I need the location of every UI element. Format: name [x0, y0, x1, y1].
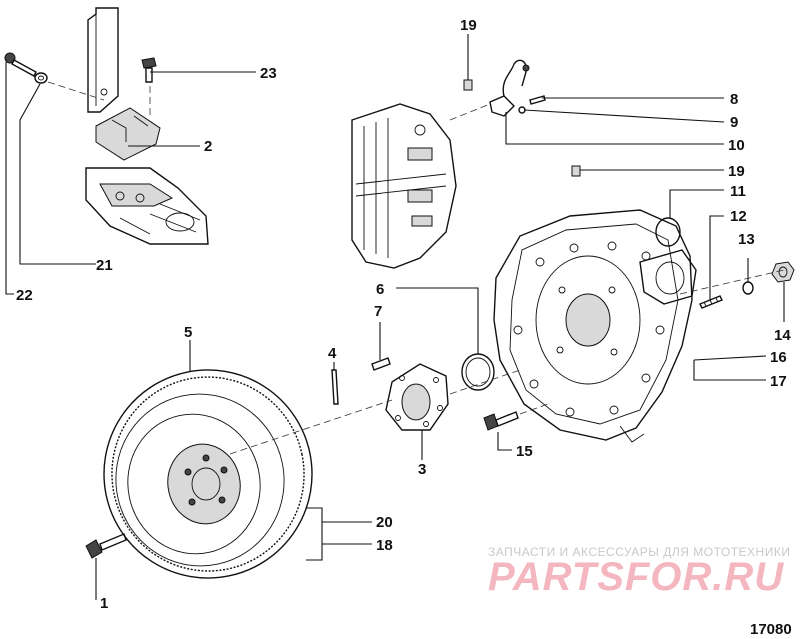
- leader-lines: [5, 34, 785, 600]
- callout-19-lower: 19: [728, 163, 745, 180]
- o-ring-part-6: [461, 353, 495, 391]
- pin-part-4: [331, 369, 339, 405]
- engine-block-fragment: [85, 167, 209, 245]
- callout-20: 20: [376, 514, 393, 531]
- callout-21: 21: [96, 257, 113, 274]
- screw-part-8: [529, 95, 546, 105]
- sensor-part-10: [489, 59, 530, 117]
- engine-mount-bracket: [87, 7, 119, 113]
- callout-15: 15: [516, 443, 533, 460]
- callout-9: 9: [730, 114, 738, 131]
- stud-part-12: [699, 295, 723, 309]
- callout-6: 6: [376, 281, 384, 298]
- flywheel-part-5: [103, 369, 313, 579]
- callout-1: 1: [100, 595, 108, 612]
- callout-4: 4: [328, 345, 337, 362]
- callout-7: 7: [374, 303, 382, 320]
- washer-part-21: [34, 72, 48, 84]
- flywheel-housing-side-view: [351, 103, 457, 269]
- plug-part-19-lower: [571, 165, 581, 177]
- callout-17: 17: [770, 373, 787, 390]
- callout-3: 3: [418, 461, 426, 478]
- callout-16: 16: [770, 349, 787, 366]
- callout-2: 2: [204, 138, 212, 155]
- bolt-part-15: [483, 411, 519, 431]
- flywheel-housing-front-view: [493, 209, 697, 443]
- callout-14: 14: [774, 327, 791, 344]
- drive-plate-part-3: [385, 363, 449, 431]
- nut-part-14: [771, 261, 795, 283]
- dowel-part-7: [371, 357, 391, 371]
- mount-pad-part-2: [95, 107, 161, 161]
- bolt-part-1: [85, 533, 127, 559]
- bolt-part-23: [141, 57, 157, 83]
- watermark-logo: PARTSFOR.RU: [488, 555, 784, 599]
- bolt-part-22: [4, 52, 37, 77]
- washer-part-13: [742, 281, 754, 295]
- plug-part-19-upper: [463, 79, 473, 91]
- callout-12: 12: [730, 208, 747, 225]
- callout-13: 13: [738, 231, 755, 248]
- callout-10: 10: [728, 137, 745, 154]
- callout-19-upper: 19: [460, 17, 477, 34]
- callout-8: 8: [730, 91, 738, 108]
- figure-number: 17080: [750, 621, 792, 638]
- callout-11: 11: [730, 183, 746, 200]
- callout-22: 22: [16, 287, 33, 304]
- o-ring-part-11: [655, 217, 681, 247]
- callout-23: 23: [260, 65, 277, 82]
- callout-5: 5: [184, 324, 192, 341]
- watermark-caption: ЗАПЧАСТИ И АКСЕССУАРЫ ДЛЯ МОТОТЕХНИКИ: [488, 545, 790, 559]
- callout-18: 18: [376, 537, 393, 554]
